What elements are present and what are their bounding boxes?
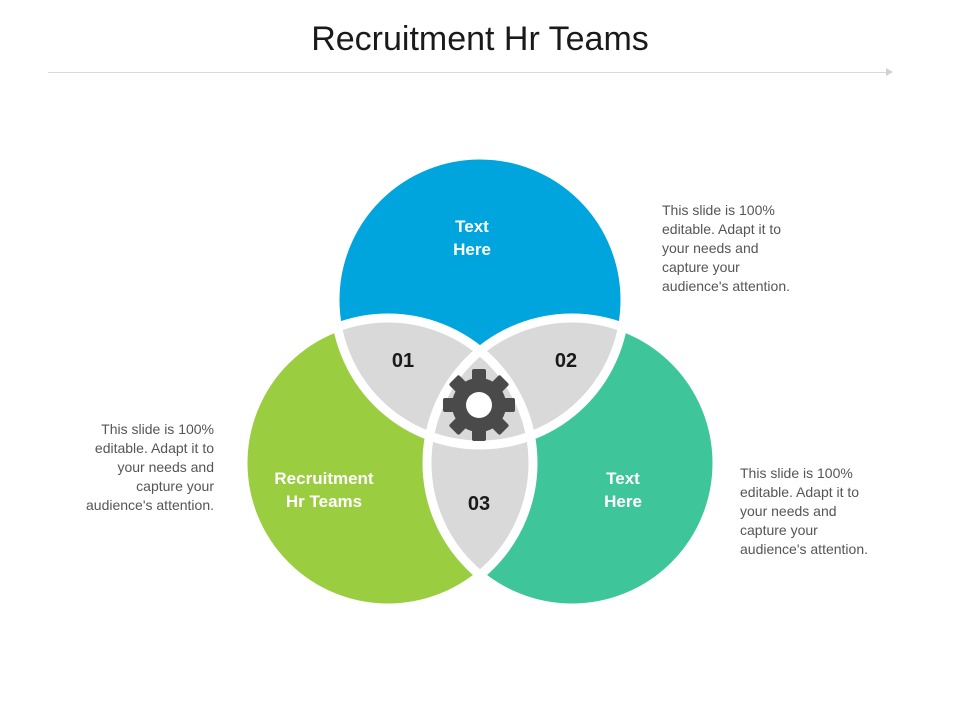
intersection-number-01: 01 <box>391 350 415 372</box>
circle-left-label-line2: Hr Teams <box>285 492 363 511</box>
description-line: editable. Adapt it to <box>740 484 860 500</box>
gear-icon <box>443 369 515 441</box>
description-line: audience's attention. <box>86 497 214 513</box>
description-line: capture your <box>662 259 740 275</box>
description-line: capture your <box>136 478 214 494</box>
description-line: This slide is 100% <box>101 421 214 437</box>
description-left: This slide is 100% editable. Adapt it to… <box>44 420 214 515</box>
separator-top <box>330 150 630 450</box>
description-line: capture your <box>740 522 818 538</box>
title-divider <box>48 72 890 73</box>
intersection-number-02: 02 <box>554 350 578 372</box>
separator-right <box>422 313 722 613</box>
description-line: your needs and <box>740 503 837 519</box>
circle-left-label-line1: Recruitment <box>274 469 374 488</box>
description-line: editable. Adapt it to <box>94 440 214 456</box>
description-line: your needs and <box>117 459 214 475</box>
description-line: editable. Adapt it to <box>662 221 782 237</box>
separator-left <box>238 313 538 613</box>
intersection-number-03: 03 <box>467 493 491 515</box>
description-line: This slide is 100% <box>740 465 853 481</box>
description-line: your needs and <box>662 240 759 256</box>
slide-title: Recruitment Hr Teams <box>311 20 649 58</box>
description-line: audience's attention. <box>662 278 790 294</box>
description-line: This slide is 100% <box>662 202 775 218</box>
description-bottom-right: This slide is 100% editable. Adapt it to… <box>740 464 868 559</box>
circle-left-label: Recruitment Hr Teams <box>262 467 386 513</box>
circle-top-label: Text Here <box>420 215 524 261</box>
circle-right-label: Text Here <box>580 467 666 513</box>
circle-top-label-line2: Here <box>453 240 491 259</box>
circle-top-label-line1: Text <box>455 217 489 236</box>
circle-right-label-line2: Here <box>604 492 642 511</box>
description-line: audience's attention. <box>740 541 868 557</box>
arrow-head-icon <box>886 68 893 76</box>
circle-right-label-line1: Text <box>606 469 640 488</box>
description-top-right: This slide is 100% editable. Adapt it to… <box>662 201 790 296</box>
